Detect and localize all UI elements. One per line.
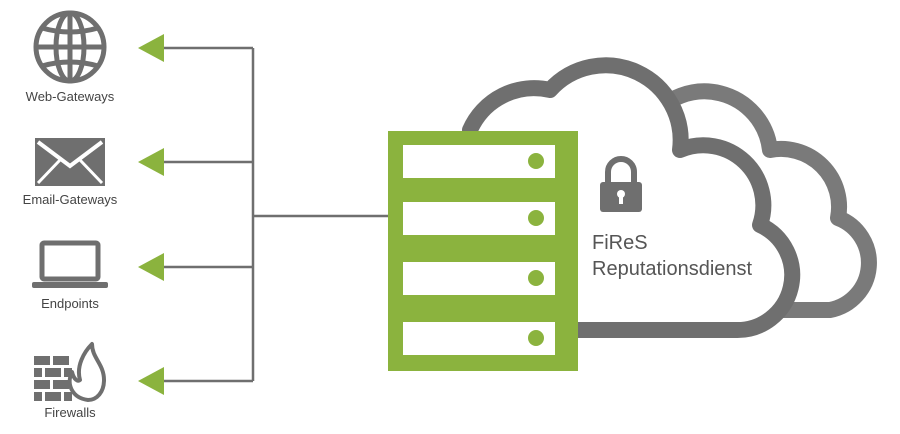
firewall-icon [34, 342, 106, 402]
arrow-endpoints [138, 253, 164, 281]
arrow-email-gateways [138, 148, 164, 176]
label-endpoints: Endpoints [41, 296, 99, 311]
service-title-line2: Reputationsdienst [592, 258, 753, 280]
arrow-heads [138, 34, 164, 395]
server-icon [388, 131, 578, 371]
envelope-icon [35, 138, 105, 186]
globe-icon [33, 10, 107, 84]
arrow-web-gateways [138, 34, 164, 62]
label-email-gateways: Email-Gateways [22, 192, 118, 207]
label-web-gateways: Web-Gateways [25, 89, 115, 104]
arrow-firewalls [138, 367, 164, 395]
lock-icon [600, 156, 642, 212]
laptop-icon [32, 240, 108, 288]
label-firewalls: Firewalls [44, 405, 96, 420]
service-title: FiReS Reputationsdienst [592, 230, 752, 282]
connector-lines [160, 46, 390, 383]
service-title-line1: FiReS [592, 232, 648, 254]
